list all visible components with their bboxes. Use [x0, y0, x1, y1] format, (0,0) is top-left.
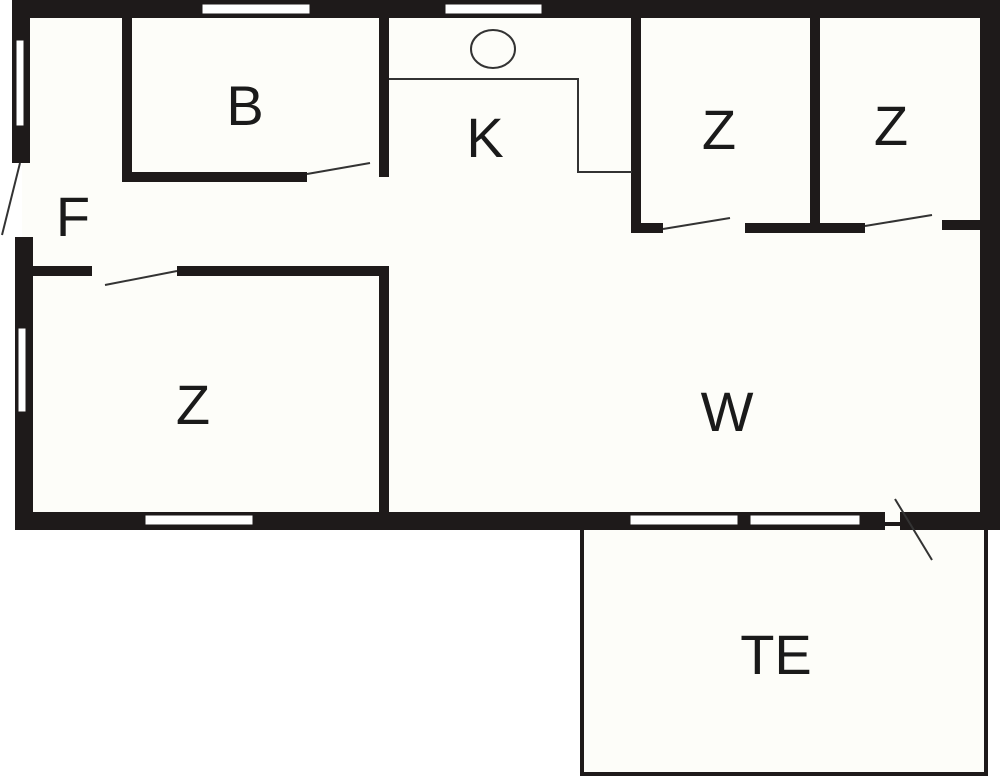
window: [15, 39, 25, 127]
window: [201, 3, 311, 15]
window: [749, 514, 861, 526]
window: [144, 514, 254, 526]
bedroom-2-door-icon: [864, 214, 933, 227]
window: [17, 327, 27, 413]
door-swings: [1, 162, 933, 561]
room-label-terrace: TE: [740, 623, 812, 686]
entrance-door-icon: [1, 162, 21, 236]
terrace-floor: [582, 524, 988, 774]
house-floor: [22, 8, 990, 524]
room-label-kitchen: K: [466, 106, 504, 169]
room-label-bathroom: B: [226, 74, 264, 137]
room-label-living-room: W: [700, 380, 754, 443]
bedroom-3-door-icon: [104, 270, 178, 286]
room-label-bedroom-3: Z: [175, 373, 211, 436]
terrace-door-icon: [894, 498, 933, 561]
bathroom-door-icon: [306, 162, 371, 175]
room-label-hallway: F: [55, 185, 91, 248]
window: [444, 3, 543, 15]
room-label-bedroom-1: Z: [701, 98, 737, 161]
bedroom-1-door-icon: [662, 217, 731, 230]
room-label-bedroom-2: Z: [873, 94, 909, 157]
sink-icon: [470, 29, 516, 69]
kitchen-counter: [389, 78, 632, 173]
window: [629, 514, 739, 526]
windows: [15, 3, 861, 526]
